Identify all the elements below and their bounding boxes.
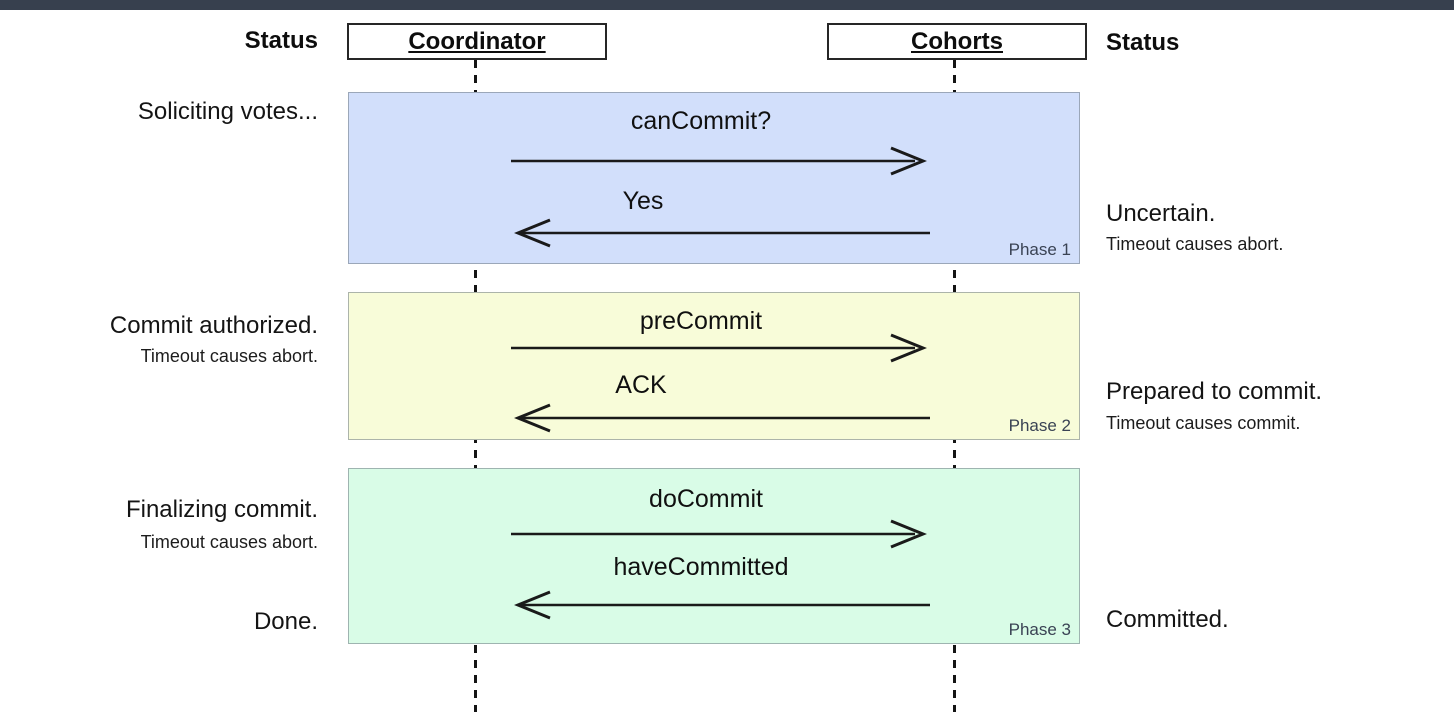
coordinator-status-phase1: Soliciting votes... (137, 98, 318, 125)
coordinator-status-phase3: Finalizing commit. (125, 496, 318, 523)
arrow-left-ack (514, 403, 930, 433)
coordinator-box: Coordinator (347, 23, 607, 60)
coordinator-status-phase2-note: Timeout causes abort. (140, 346, 318, 366)
phase3-band: doCommit haveCommitted Phase 3 (348, 468, 1080, 644)
coordinator-status-phase2: Commit authorized. (109, 312, 318, 339)
arrow-right-precommit (511, 333, 927, 363)
header-status-left: Status (244, 27, 318, 54)
cohort-status-phase1-note: Timeout causes abort. (1106, 234, 1284, 254)
phase3-tag: Phase 3 (1008, 620, 1071, 639)
phase2-band: preCommit ACK Phase 2 (348, 292, 1080, 440)
arrow-right-docommit (511, 519, 927, 549)
message-havecommitted-label: haveCommitted (613, 553, 789, 581)
message-cancommit-label: canCommit? (630, 107, 772, 135)
message-docommit-label: doCommit (649, 485, 763, 513)
header-status-right: Status (1106, 29, 1180, 56)
top-accent-bar (0, 0, 1454, 10)
cohort-status-phase3: Committed. (1106, 606, 1229, 633)
coordinator-status-done: Done. (253, 608, 318, 635)
cohort-status-phase2: Prepared to commit. (1106, 378, 1323, 405)
message-yes-label: Yes (622, 187, 664, 215)
arrow-right-cancommit (511, 146, 927, 176)
cohort-status-phase1: Uncertain. (1106, 200, 1216, 227)
message-ack-label: ACK (615, 371, 667, 399)
cohorts-box: Cohorts (827, 23, 1087, 60)
coordinator-status-phase3-note: Timeout causes abort. (140, 532, 318, 552)
phase1-band: canCommit? Yes Phase 1 (348, 92, 1080, 264)
cohort-status-phase2-note: Timeout causes commit. (1106, 413, 1301, 433)
arrow-left-havecommitted (514, 590, 930, 620)
cohorts-label: Cohorts (911, 27, 1003, 55)
coordinator-label: Coordinator (408, 27, 546, 55)
phase2-tag: Phase 2 (1008, 416, 1071, 435)
arrow-left-yes (514, 218, 930, 248)
phase1-tag: Phase 1 (1008, 240, 1071, 259)
message-precommit-label: preCommit (639, 307, 763, 335)
